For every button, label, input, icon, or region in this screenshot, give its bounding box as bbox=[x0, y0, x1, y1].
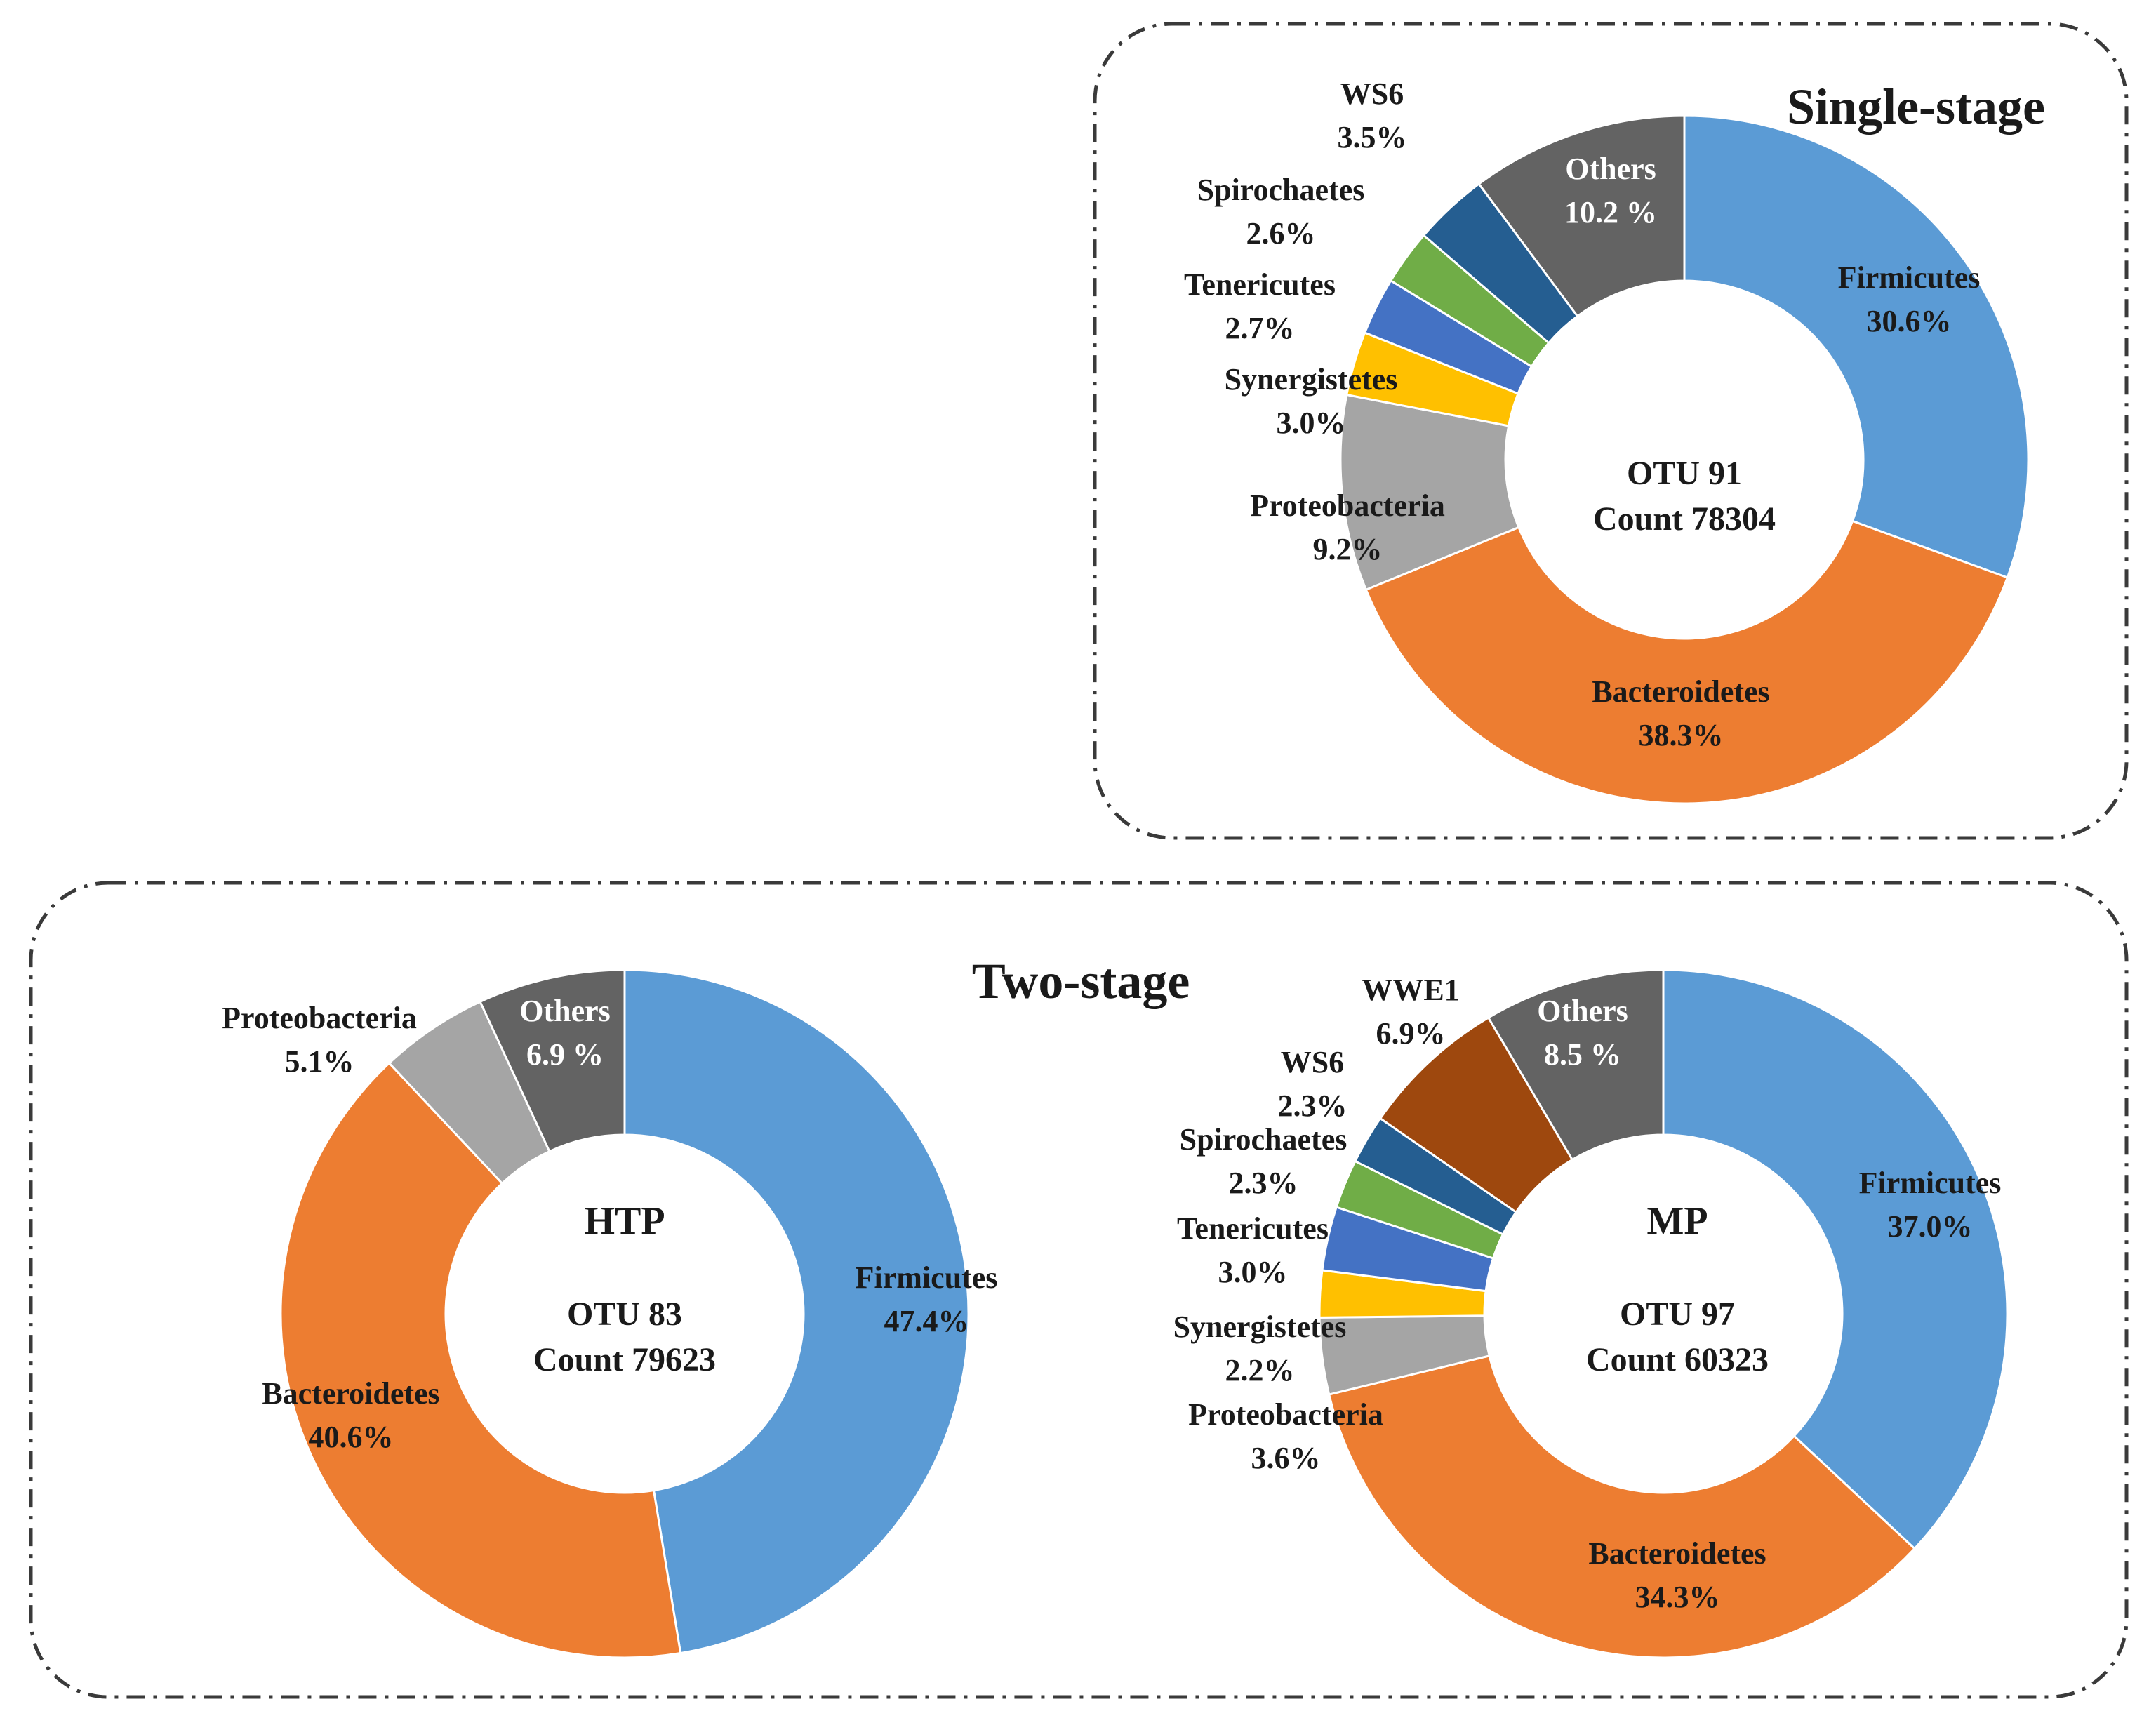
donut-chart-single-stage: Firmicutes 30.6% Bacteroidetes 38.3% Proteob… bbox=[1184, 76, 2030, 805]
slice-label-value: 6.9% bbox=[1376, 1016, 1446, 1051]
slice-label-proteobacteria: Proteobacteria 5.1% bbox=[222, 1001, 417, 1079]
slice-label-value: 8.5 % bbox=[1544, 1037, 1621, 1072]
slice-label-proteobacteria: Proteobacteria 3.6% bbox=[1188, 1397, 1383, 1475]
slice-label-name: Bacteroidetes bbox=[1588, 1536, 1766, 1571]
slice-label-value: 10.2 % bbox=[1564, 195, 1657, 229]
slice-label-others: Others 8.5 % bbox=[1537, 994, 1628, 1072]
slice-firmicutes bbox=[623, 968, 970, 1655]
slice-label-firmicutes: Firmicutes 37.0% bbox=[1859, 1166, 2002, 1244]
group-box-two-stage bbox=[29, 881, 2129, 1699]
slice-label-value: 2.2% bbox=[1225, 1353, 1295, 1387]
slice-label-bacteroidetes: Bacteroidetes 34.3% bbox=[1588, 1536, 1766, 1614]
slice-label-value: 3.0% bbox=[1277, 406, 1346, 440]
slice-label-value: 9.2% bbox=[1313, 532, 1383, 566]
slice-label-firmicutes: Firmicutes 47.4% bbox=[856, 1260, 998, 1338]
group-title-single-stage: Single-stage bbox=[1787, 79, 2045, 135]
slice-label-ws6: WS6 3.5% bbox=[1338, 76, 1407, 154]
center-title: HTP bbox=[584, 1199, 665, 1243]
slice-label-name: Proteobacteria bbox=[222, 1001, 417, 1035]
slice-bacteroidetes bbox=[1327, 1354, 1917, 1659]
slice-label-firmicutes: Firmicutes 30.6% bbox=[1838, 260, 1981, 338]
slice-label-value: 37.0% bbox=[1888, 1209, 1973, 1244]
slice-label-tenericutes: Tenericutes 2.7% bbox=[1184, 267, 1336, 345]
slice-label-name: Firmicutes bbox=[856, 1260, 998, 1295]
slice-label-name: Bacteroidetes bbox=[1592, 674, 1769, 709]
slice-label-name: Tenericutes bbox=[1177, 1211, 1329, 1246]
slice-label-name: Others bbox=[1565, 152, 1656, 186]
slice-label-value: 5.1% bbox=[285, 1044, 354, 1079]
slice-label-value: 40.6% bbox=[309, 1420, 394, 1454]
slice-others bbox=[1486, 968, 1665, 1161]
center-otu: OTU 91 bbox=[1627, 455, 1742, 492]
slice-label-value: 30.6% bbox=[1867, 304, 1952, 338]
slice-bacteroidetes bbox=[1364, 519, 2009, 805]
slice-label-proteobacteria: Proteobacteria 9.2% bbox=[1250, 488, 1445, 566]
slice-label-name: Others bbox=[1537, 994, 1628, 1028]
slice-label-ws6: WS6 2.3% bbox=[1278, 1045, 1348, 1123]
slice-label-bacteroidetes: Bacteroidetes 40.6% bbox=[262, 1376, 439, 1454]
slice-label-name: Spirochaetes bbox=[1180, 1122, 1348, 1157]
slice-label-value: 3.6% bbox=[1251, 1441, 1321, 1475]
slice-firmicutes bbox=[1683, 114, 2030, 579]
slice-label-name: Bacteroidetes bbox=[262, 1376, 439, 1411]
center-otu: OTU 97 bbox=[1620, 1296, 1735, 1333]
slice-label-name: Proteobacteria bbox=[1188, 1397, 1383, 1432]
slice-label-value: 2.3% bbox=[1278, 1088, 1348, 1123]
donut-chart-htp: Firmicutes 47.4% Bacteroidetes 40.6% Proteob… bbox=[222, 968, 998, 1659]
slice-label-name: Synergistetes bbox=[1173, 1310, 1347, 1344]
slice-label-value: 6.9 % bbox=[526, 1037, 604, 1072]
center-count: Count 60323 bbox=[1586, 1341, 1769, 1378]
slice-label-others: Others 6.9 % bbox=[519, 994, 611, 1072]
slice-label-value: 47.4% bbox=[884, 1304, 969, 1338]
slice-label-name: Others bbox=[519, 994, 611, 1028]
center-otu: OTU 83 bbox=[567, 1296, 682, 1333]
slice-label-value: 34.3% bbox=[1635, 1580, 1720, 1614]
slice-label-spirochaetes: Spirochaetes 2.6% bbox=[1197, 173, 1365, 251]
slice-label-name: WWE1 bbox=[1362, 973, 1459, 1007]
slice-others bbox=[479, 968, 626, 1153]
slice-label-bacteroidetes: Bacteroidetes 38.3% bbox=[1592, 674, 1769, 752]
slice-label-synergistetes: Synergistetes 3.0% bbox=[1225, 362, 1398, 440]
center-count: Count 78304 bbox=[1593, 500, 1776, 538]
slice-label-name: Tenericutes bbox=[1184, 267, 1336, 302]
slice-label-value: 3.0% bbox=[1218, 1255, 1288, 1289]
slice-label-name: WS6 bbox=[1340, 76, 1404, 111]
group-box-single-stage bbox=[1093, 22, 2129, 840]
slice-firmicutes bbox=[1662, 968, 2009, 1550]
donut-chart-mp: Firmicutes 37.0% Bacteroidetes 34.3% Proteob… bbox=[1173, 968, 2009, 1659]
slice-label-value: 38.3% bbox=[1639, 718, 1724, 752]
slice-label-value: 3.5% bbox=[1338, 120, 1407, 154]
slice-label-value: 2.6% bbox=[1246, 216, 1316, 251]
slice-others bbox=[1477, 114, 1686, 318]
center-title: MP bbox=[1646, 1199, 1708, 1243]
slice-label-others: Others 10.2 % bbox=[1564, 152, 1657, 229]
slice-label-value: 2.7% bbox=[1225, 311, 1295, 345]
slice-label-name: Proteobacteria bbox=[1250, 488, 1445, 523]
slice-label-value: 2.3% bbox=[1229, 1166, 1298, 1200]
slice-label-synergistetes: Synergistetes 2.2% bbox=[1173, 1310, 1347, 1387]
slice-label-spirochaetes: Spirochaetes 2.3% bbox=[1180, 1122, 1348, 1200]
slice-label-name: Spirochaetes bbox=[1197, 173, 1365, 207]
slice-label-tenericutes: Tenericutes 3.0% bbox=[1177, 1211, 1329, 1289]
group-title-two-stage: Two-stage bbox=[972, 953, 1190, 1009]
slice-label-name: Firmicutes bbox=[1838, 260, 1981, 295]
slice-label-name: Synergistetes bbox=[1225, 362, 1398, 397]
slice-bacteroidetes bbox=[279, 1061, 682, 1659]
slice-label-name: Firmicutes bbox=[1859, 1166, 2002, 1200]
center-count: Count 79623 bbox=[533, 1341, 716, 1378]
slice-label-wwe1: WWE1 6.9% bbox=[1362, 973, 1459, 1051]
slice-label-name: WS6 bbox=[1281, 1045, 1344, 1079]
